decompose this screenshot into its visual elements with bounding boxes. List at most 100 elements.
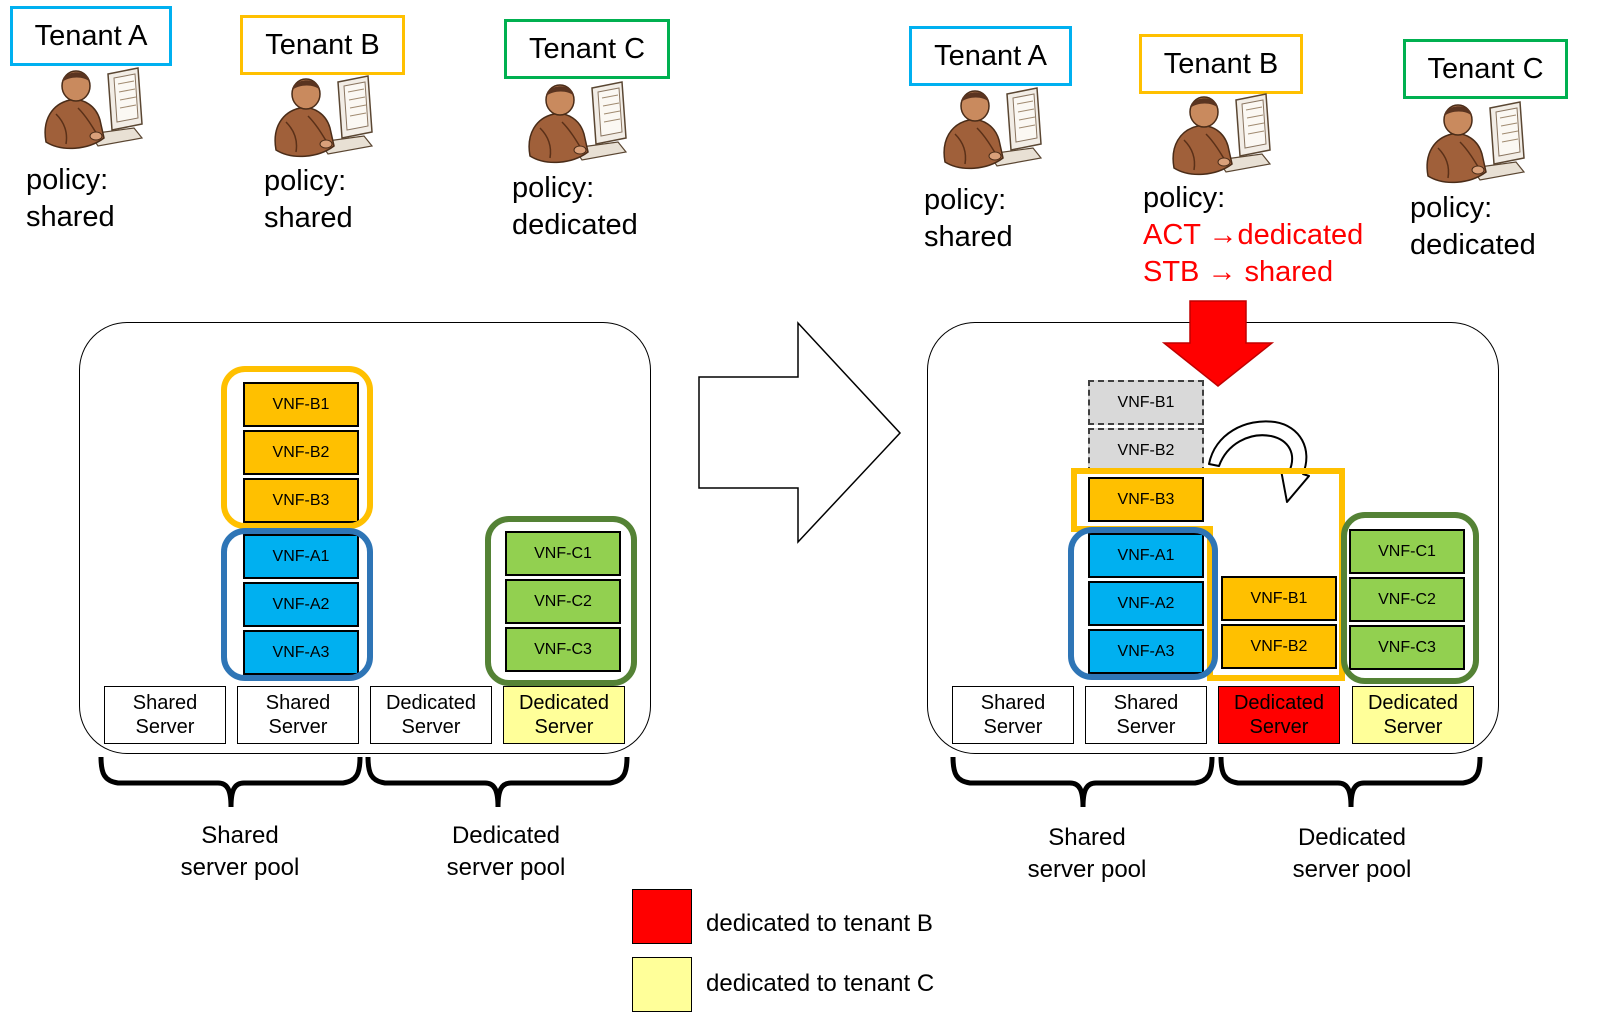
server-line1: Dedicated [518, 692, 610, 714]
person-at-computer-icon [1172, 93, 1271, 176]
legend-label-tenant-b: dedicated to tenant B [706, 910, 933, 937]
tenant-c-policy: policy: dedicated [512, 170, 638, 244]
policy-title: policy: [512, 172, 595, 204]
tenant-c-policy: policy: dedicated [1410, 190, 1536, 264]
vnf-a3: VNF-A3 [1088, 629, 1204, 674]
brace-icon [950, 756, 1215, 808]
tenant-c-label: Tenant C [504, 19, 670, 79]
vnf-a2: VNF-A2 [243, 582, 359, 627]
server-line2: Server [1116, 716, 1176, 738]
server-line2: Server [1249, 716, 1309, 738]
tenant-b-policy: policy: ACT →dedicated STB → shared [1143, 180, 1363, 291]
tenant-a-group [221, 528, 373, 681]
shared-pool-label: Shared server pool [150, 820, 330, 884]
tenant-c-label: Tenant C [1403, 39, 1568, 99]
policy-value: dedicated [512, 209, 638, 241]
vnf-c1: VNF-C1 [505, 531, 621, 576]
vnf-b2: VNF-B2 [243, 430, 359, 475]
tenant-a-group [1068, 527, 1218, 680]
pool-line2: server pool [1027, 856, 1147, 883]
tenant-b-label: Tenant B [240, 15, 405, 75]
tenant-c-group [485, 516, 637, 686]
vnf-b1: VNF-B1 [243, 382, 359, 427]
vnf-a2: VNF-A2 [1088, 581, 1204, 626]
vnf-c1: VNF-C1 [1349, 529, 1465, 574]
vnf-a1: VNF-A1 [243, 534, 359, 579]
curved-move-arrow-icon [1208, 420, 1310, 503]
big-right-arrow-icon [698, 321, 902, 544]
policy-value: shared [924, 221, 1013, 253]
server-line2: Server [1383, 716, 1443, 738]
tenant-b-group [1071, 468, 1345, 681]
tenant-b-policy: policy: shared [264, 163, 353, 237]
server-line2: Server [983, 716, 1043, 738]
pool-line2: server pool [1292, 856, 1412, 883]
server-line2: Server [534, 716, 594, 738]
person-at-computer-icon [1426, 101, 1525, 184]
policy-act: ACT →dedicated [1143, 219, 1364, 251]
dedicated-pool-label: Dedicated server pool [416, 820, 596, 884]
legend-swatch-tenant-c [632, 957, 692, 1012]
vnf-b2: VNF-B2 [1221, 624, 1337, 669]
policy-value: dedicated [1410, 229, 1536, 261]
vnf-a1: VNF-A1 [1088, 533, 1204, 578]
tenant-a-policy: policy: shared [924, 182, 1013, 256]
vnf-b1-previous: VNF-B1 [1088, 380, 1204, 425]
vnf-a3: VNF-A3 [243, 630, 359, 675]
vnf-c2: VNF-C2 [1349, 577, 1465, 622]
policy-title: policy: [1410, 192, 1493, 224]
red-down-arrow-icon [1161, 300, 1275, 387]
policy-value: shared [26, 201, 115, 233]
policy-title: policy: [264, 165, 347, 197]
vnf-b3: VNF-B3 [1088, 477, 1204, 522]
tenant-b-group [221, 366, 373, 529]
person-at-computer-icon [44, 67, 143, 150]
server-line1: Dedicated [385, 692, 477, 714]
pool-line1: Dedicated [1297, 824, 1407, 851]
server-line1: Shared [265, 692, 331, 714]
vnf-c2: VNF-C2 [505, 579, 621, 624]
pool-line1: Dedicated [451, 822, 561, 849]
brace-icon [1218, 756, 1483, 808]
policy-title: policy: [924, 184, 1007, 216]
legend-label-tenant-c: dedicated to tenant C [706, 970, 935, 997]
policy-stb: STB → shared [1143, 256, 1334, 288]
vnf-b1: VNF-B1 [1221, 576, 1337, 621]
server-line1: Shared [980, 692, 1046, 714]
pool-line1: Shared [201, 822, 279, 849]
legend-swatch-tenant-b [632, 889, 692, 944]
tenant-a-label: Tenant A [909, 26, 1072, 86]
policy-value: shared [264, 202, 353, 234]
server-line1: Dedicated [1367, 692, 1459, 714]
server-line1: Shared [132, 692, 198, 714]
vnf-c3: VNF-C3 [505, 627, 621, 672]
person-at-computer-icon [274, 75, 373, 158]
server-line2: Server [401, 716, 461, 738]
pool-line1: Shared [1048, 824, 1126, 851]
tenant-b-label: Tenant B [1139, 34, 1303, 94]
brace-icon [365, 756, 630, 808]
server-line2: Server [268, 716, 328, 738]
tenant-a-label: Tenant A [10, 6, 172, 66]
brace-icon [98, 756, 363, 808]
pool-line2: server pool [446, 854, 566, 881]
server-line1: Dedicated [1233, 692, 1325, 714]
server-line1: Shared [1113, 692, 1179, 714]
tenant-a-policy: policy: shared [26, 162, 115, 236]
vnf-b3: VNF-B3 [243, 478, 359, 523]
vnf-c3: VNF-C3 [1349, 625, 1465, 670]
shared-pool-label: Shared server pool [997, 822, 1177, 886]
policy-title: policy: [26, 164, 109, 196]
person-at-computer-icon [528, 81, 627, 164]
server-line2: Server [135, 716, 195, 738]
tenant-c-group [1341, 512, 1479, 684]
policy-title: policy: [1143, 182, 1226, 214]
